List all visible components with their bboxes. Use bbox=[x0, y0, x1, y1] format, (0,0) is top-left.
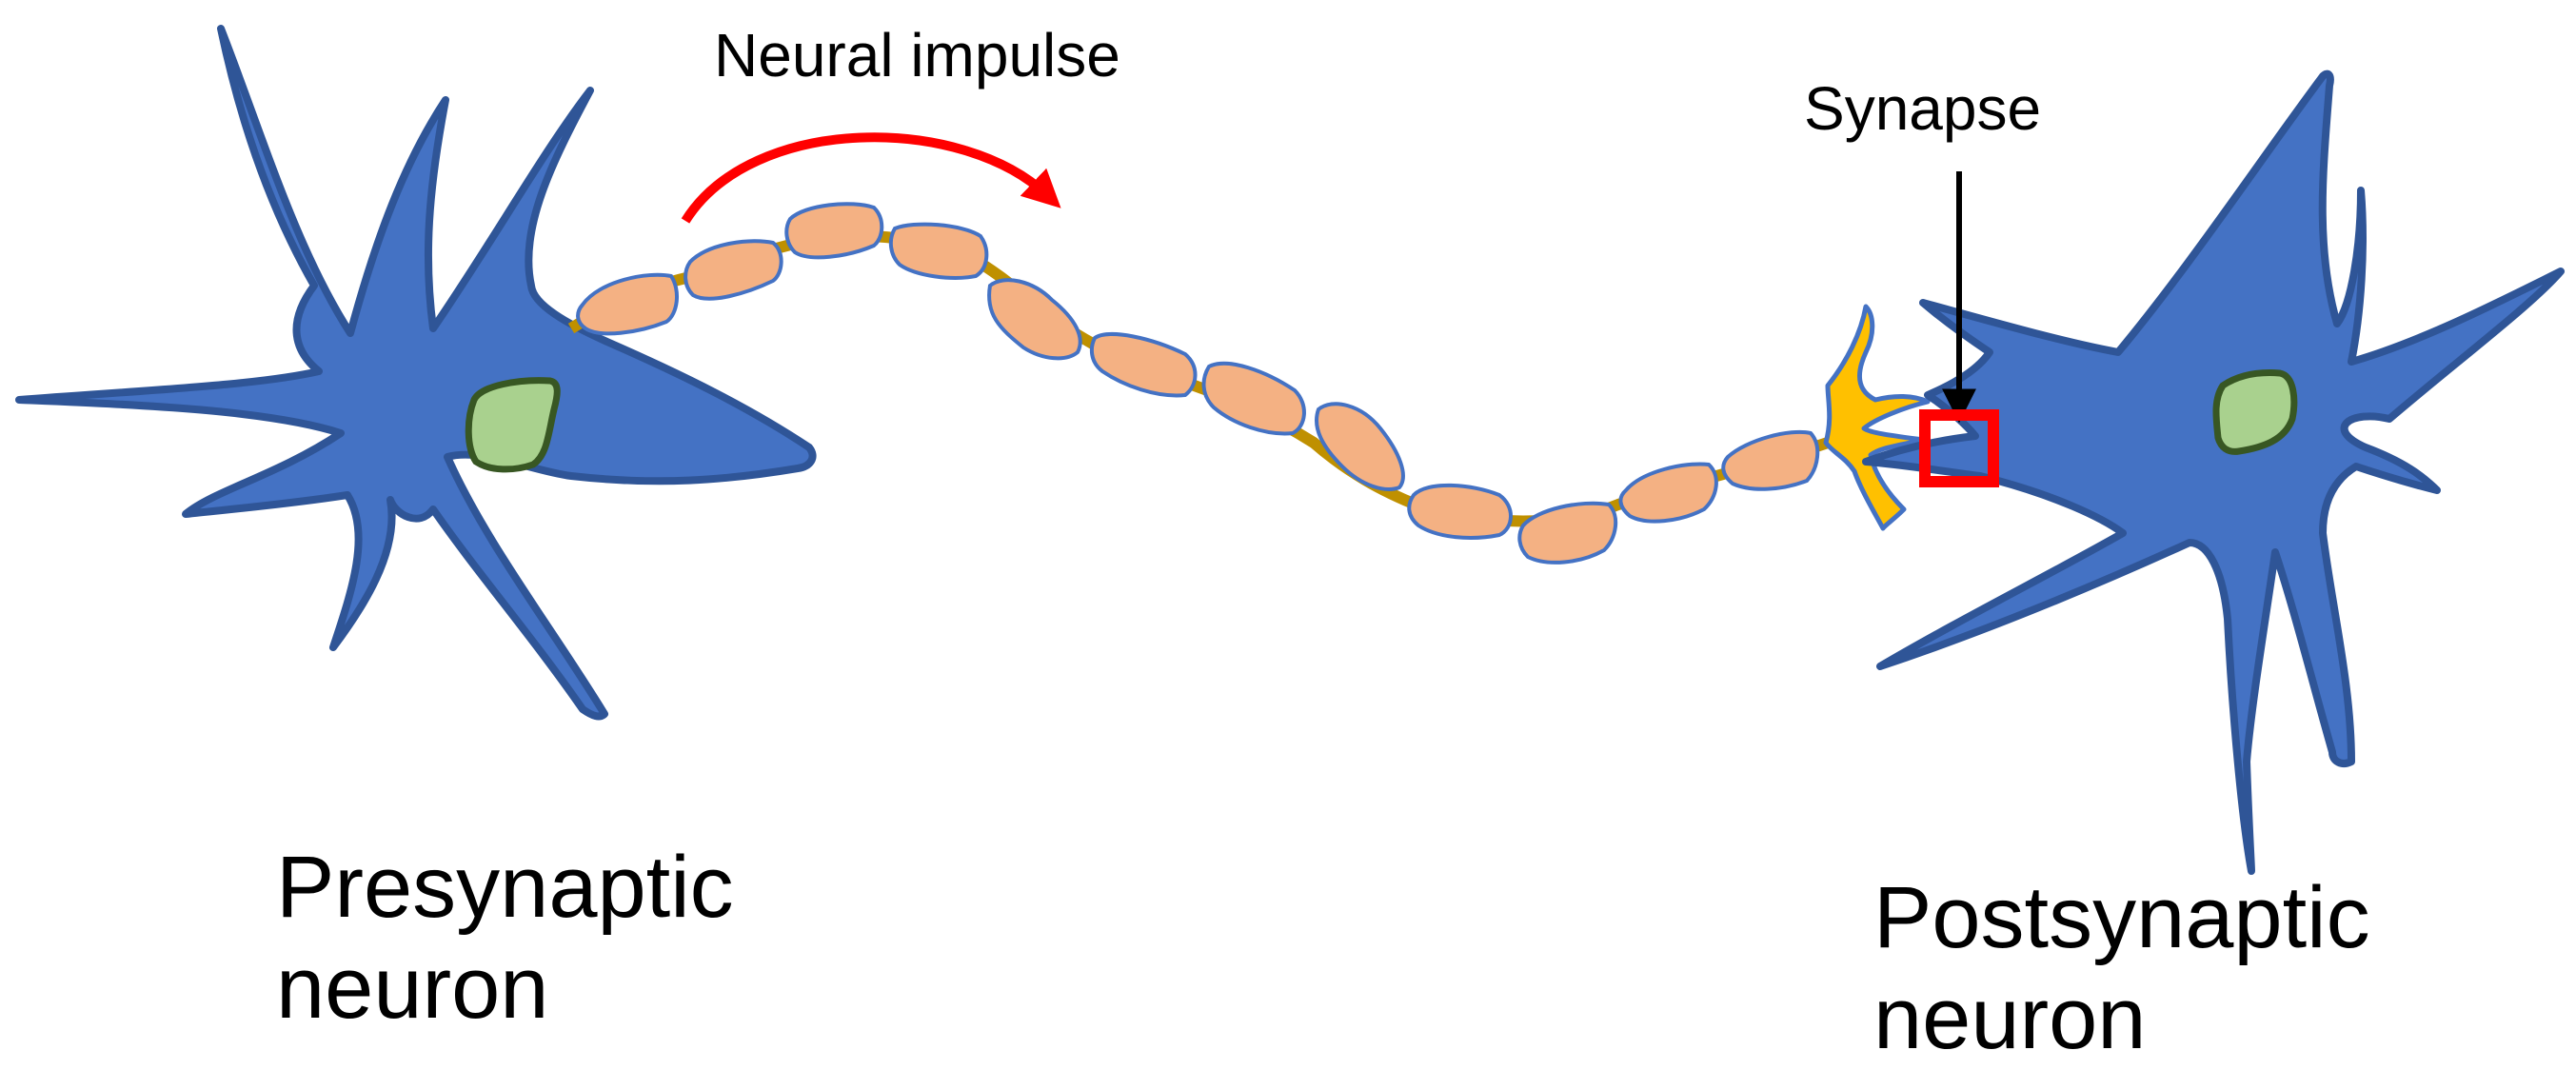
myelin-segment-2 bbox=[684, 239, 783, 301]
neural-impulse-arrow bbox=[681, 132, 1061, 224]
presynaptic-cell-body bbox=[15, 25, 817, 721]
axon-terminal bbox=[1823, 304, 1931, 531]
presynaptic-neuron-label: Presynaptic neuron bbox=[276, 838, 734, 1040]
presynaptic-neuron bbox=[15, 25, 817, 721]
myelin-segment-3 bbox=[784, 202, 884, 260]
synapse-label: Synapse bbox=[1804, 74, 2042, 143]
myelin-segment-12 bbox=[1721, 429, 1820, 491]
synapse-highlight-box bbox=[1919, 409, 1999, 487]
neural-impulse-label: Neural impulse bbox=[714, 21, 1120, 89]
postsynaptic-cell-body bbox=[1862, 69, 2565, 875]
postsynaptic-label-line-1: Postsynaptic bbox=[1873, 869, 2370, 966]
presynaptic-nucleus bbox=[465, 377, 561, 473]
presynaptic-label-line-2: neuron bbox=[276, 939, 549, 1037]
myelin-segment-8 bbox=[1315, 402, 1405, 491]
myelin-segment-11 bbox=[1618, 462, 1718, 524]
myelin-segment-10 bbox=[1517, 501, 1618, 565]
postsynaptic-neuron-label: Postsynaptic neuron bbox=[1873, 868, 2370, 1070]
myelin-segment-5 bbox=[987, 278, 1082, 361]
postsynaptic-neuron bbox=[1862, 69, 2565, 875]
myelin-segment-9 bbox=[1407, 483, 1513, 540]
postsynaptic-nucleus bbox=[2212, 369, 2298, 455]
myelin-segment-7 bbox=[1201, 361, 1306, 436]
myelin-segment-4 bbox=[888, 222, 989, 280]
postsynaptic-label-line-2: neuron bbox=[1873, 969, 2147, 1067]
myelin-sheath bbox=[576, 202, 1820, 565]
myelin-segment-6 bbox=[1089, 332, 1198, 398]
presynaptic-label-line-1: Presynaptic bbox=[276, 839, 734, 936]
myelin-segment-1 bbox=[576, 272, 679, 336]
